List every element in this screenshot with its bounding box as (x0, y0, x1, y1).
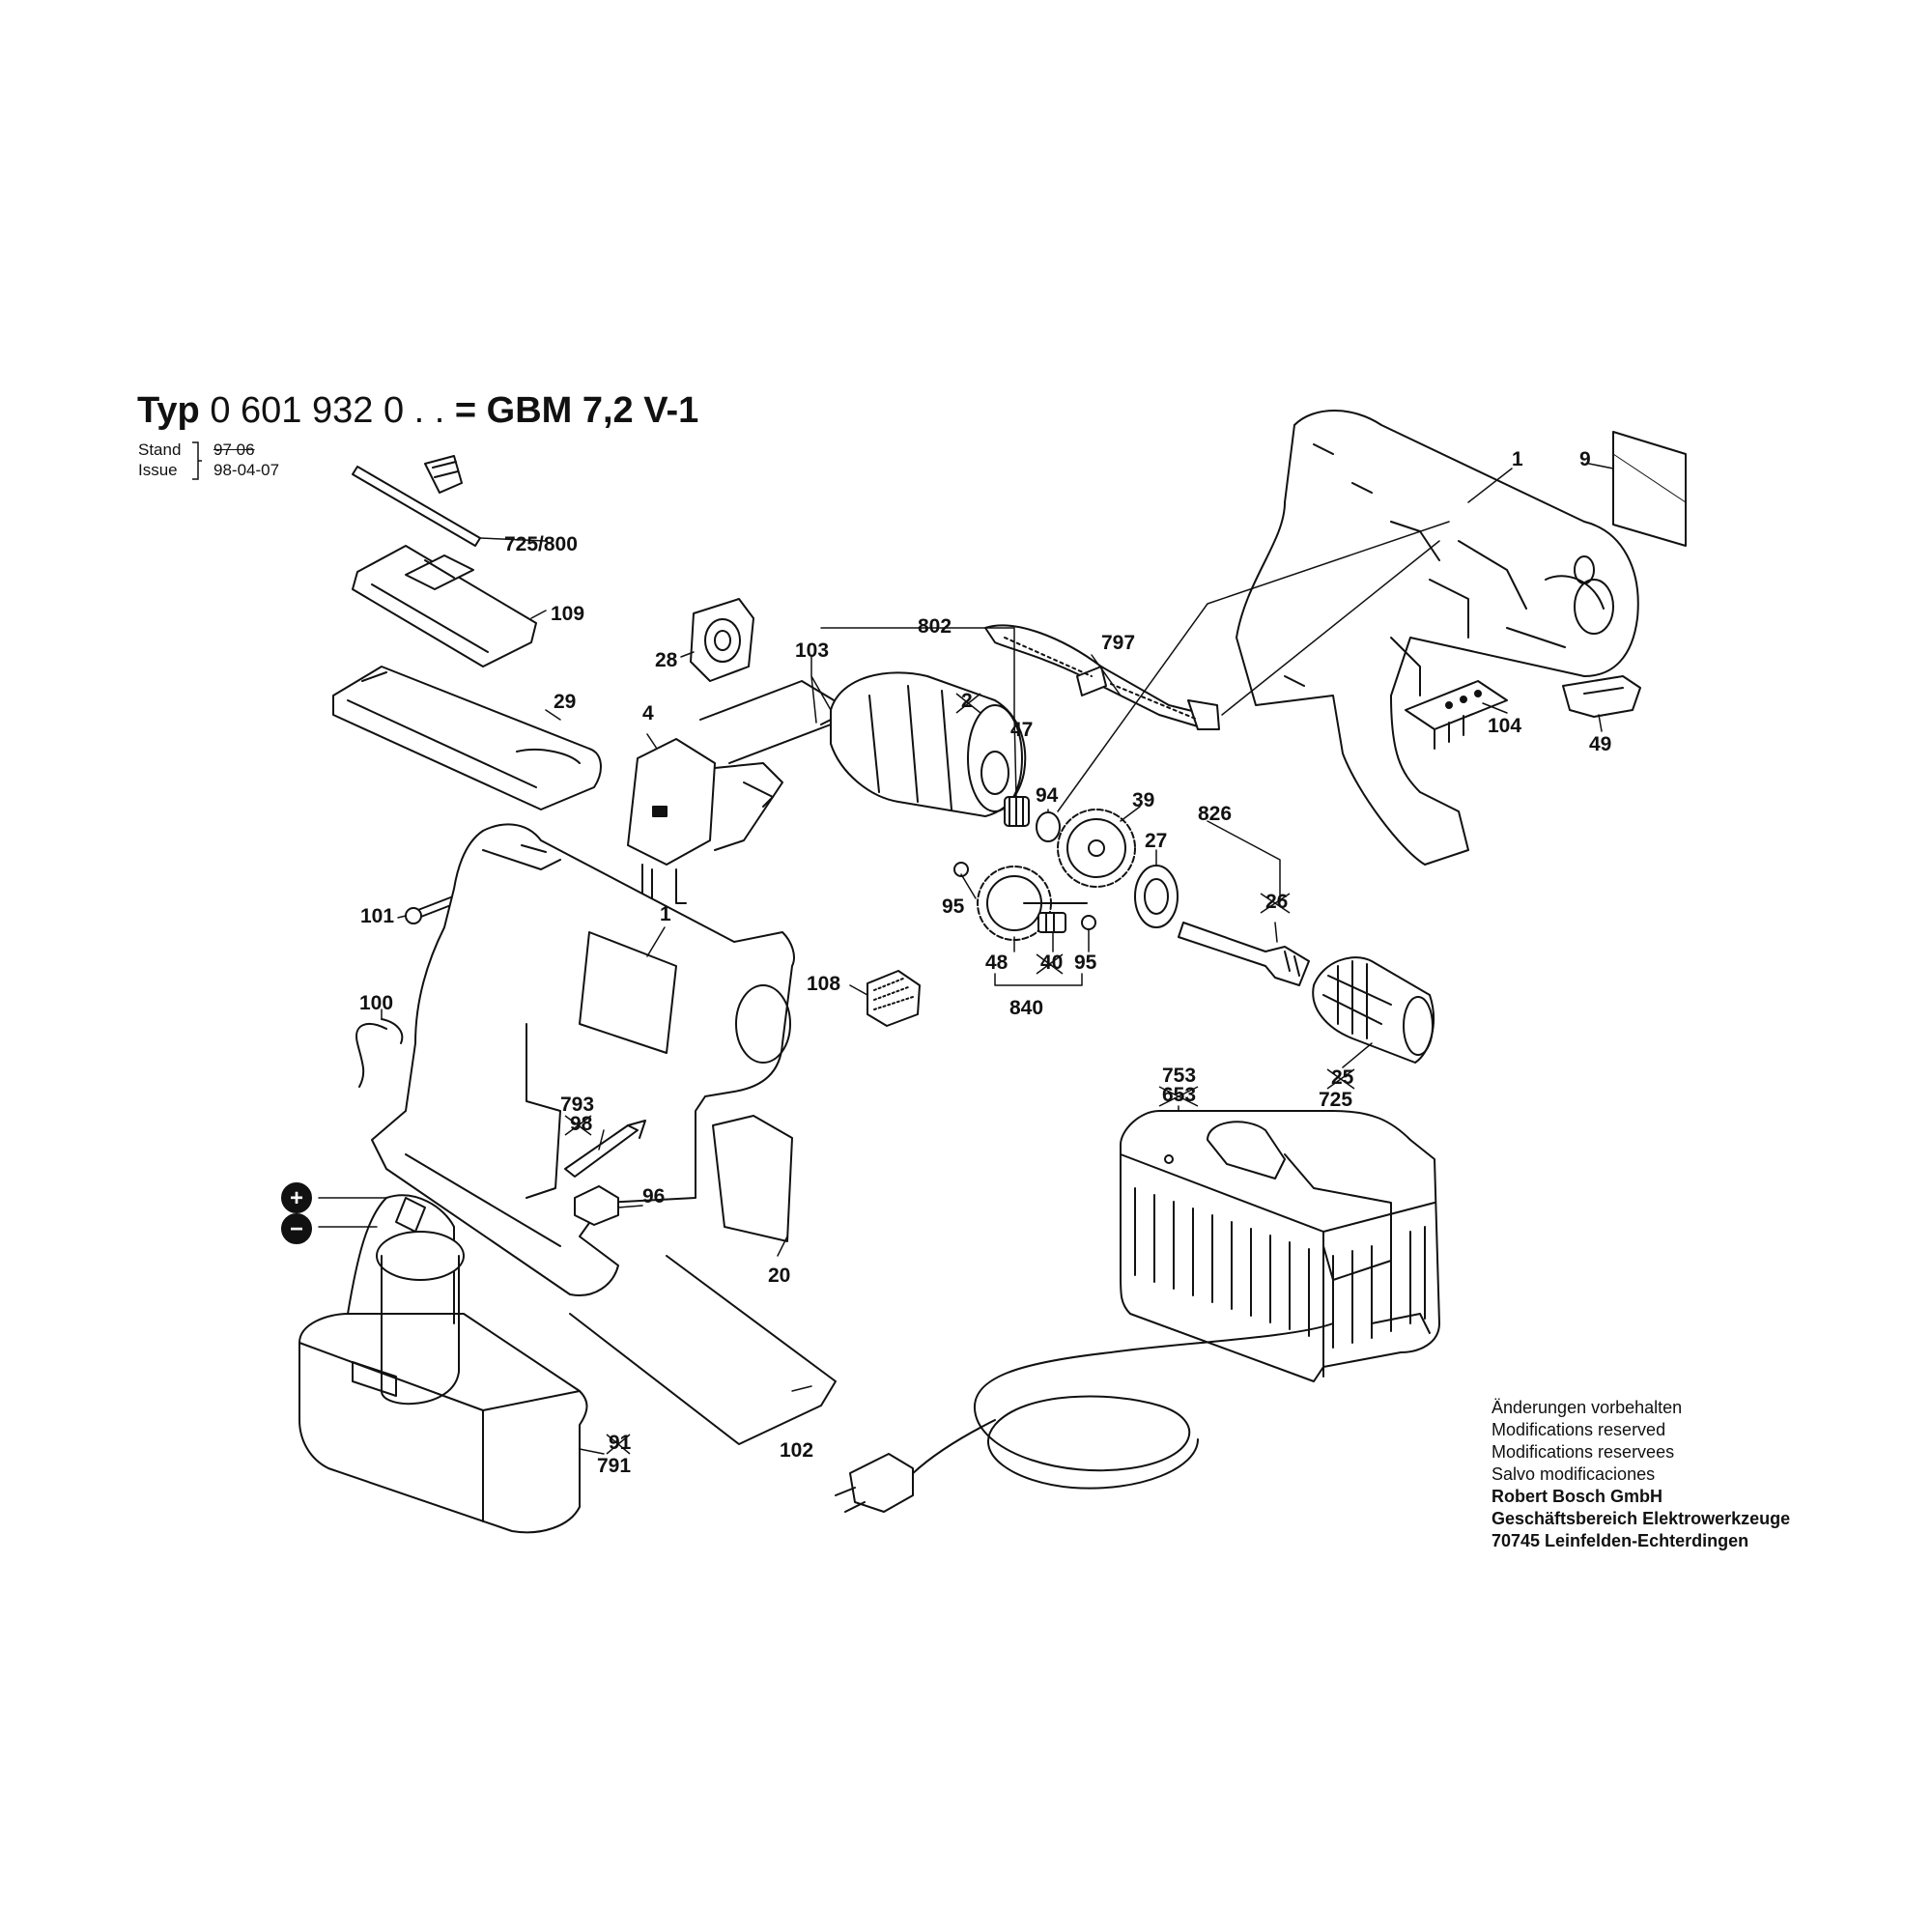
connecting-wires (699, 680, 851, 764)
callout-27: 27 (1145, 830, 1167, 852)
lead-wire (355, 1018, 404, 1088)
battery-pack (298, 1194, 588, 1534)
callout-9: 9 (1579, 448, 1591, 470)
washer-95-b (1081, 915, 1096, 930)
polarity-markers (281, 1182, 312, 1244)
planet-gear-39 (1057, 809, 1136, 888)
callout-101: 101 (360, 905, 394, 927)
issue-value: 98-04-07 (213, 461, 280, 479)
callout-104: 104 (1488, 715, 1521, 737)
footer-division: Geschäftsbereich Elektrowerkzeuge (1492, 1509, 1791, 1528)
bushing (1036, 811, 1061, 842)
footer-company: Robert Bosch GmbH (1492, 1487, 1663, 1506)
callout-826: 826 (1198, 803, 1232, 825)
callout-20: 20 (768, 1264, 790, 1287)
callout-96: 96 (642, 1185, 665, 1208)
callout-100: 100 (359, 992, 393, 1014)
circuit-board (1405, 680, 1508, 750)
spindle-pinion (1037, 912, 1066, 933)
washer-95-a (953, 862, 969, 877)
chuck-key (352, 455, 481, 547)
callout-1-top: 1 (1512, 448, 1523, 470)
equals-sign: = (454, 390, 477, 431)
motor (830, 671, 1027, 817)
model-suffix: 0 . . (383, 390, 445, 431)
bearing-bracket (690, 598, 754, 682)
stand-value: 97 06 (213, 440, 255, 459)
callout-39: 39 (1132, 789, 1154, 811)
grease-pad (867, 970, 921, 1027)
label-plate (1612, 431, 1687, 547)
plus-sign: + (290, 1185, 303, 1211)
callout-29: 29 (554, 691, 576, 713)
callout-28: 28 (655, 649, 678, 671)
callout-109: 109 (551, 603, 584, 625)
motor-pinion (1004, 796, 1030, 827)
cover-plate (332, 666, 602, 810)
footer-line-en: Modifications reserved (1492, 1420, 1666, 1439)
minus-sign: − (290, 1216, 303, 1242)
diagram-title: Typ 0 601 932 0 . . = GBM 7,2 V-1 (137, 390, 698, 432)
trigger-switch (627, 738, 783, 923)
leader-lines (318, 463, 1614, 1455)
issue-label: Issue (138, 461, 178, 479)
callout-47: 47 (1010, 719, 1033, 741)
callout-753: 753 (1162, 1065, 1196, 1087)
callout-725: 725 (1319, 1089, 1352, 1111)
footer-line-es: Salvo modificaciones (1492, 1464, 1656, 1484)
footer-notice: Änderungen vorbehalten Modifications res… (1492, 1397, 1790, 1552)
typ-label: Typ (137, 390, 200, 431)
footer-address: 70745 Leinfelden-Echterdingen (1492, 1531, 1749, 1550)
spindle (1178, 922, 1310, 986)
callout-95-b: 95 (1074, 952, 1097, 974)
callout-802: 802 (918, 615, 952, 638)
battery-charger (1120, 1110, 1440, 1382)
callout-797: 797 (1101, 632, 1135, 654)
callout-2: 2 (961, 690, 973, 712)
callout-98: 98 (570, 1113, 593, 1135)
callout-793: 793 (560, 1094, 594, 1116)
ball-bearing (1134, 865, 1179, 928)
suspension-hook (569, 1255, 837, 1445)
battery-cover (352, 545, 537, 668)
battery-clip (1562, 675, 1641, 718)
screwdriver-bit (564, 1120, 646, 1178)
callout-94: 94 (1036, 784, 1059, 807)
callout-108: 108 (807, 973, 840, 995)
drill-chuck (1312, 956, 1435, 1064)
stand-issue-bracket (192, 441, 202, 480)
housing-shell-right (1236, 410, 1639, 866)
callout-49: 49 (1589, 733, 1611, 755)
housing-shell-left (371, 823, 795, 1296)
callout-1-housing: 1 (660, 903, 671, 925)
footer-line-de: Änderungen vorbehalten (1492, 1398, 1683, 1417)
callout-4: 4 (642, 702, 654, 724)
bit-holder (574, 1185, 619, 1226)
superseded-strikes (564, 693, 1355, 1455)
model-number: 0 601 932 (210, 390, 374, 431)
callout-103: 103 (795, 639, 829, 662)
callout-95-a: 95 (942, 895, 965, 918)
callout-102: 102 (780, 1439, 813, 1462)
callout-791: 791 (597, 1455, 631, 1477)
footer-line-fr: Modifications reservees (1492, 1442, 1675, 1462)
type-label (712, 1115, 793, 1242)
callout-840: 840 (1009, 997, 1043, 1019)
callout-48: 48 (985, 952, 1009, 974)
stand-label: Stand (138, 440, 182, 459)
callout-725-800: 725/800 (504, 533, 578, 555)
charger-cord (835, 1322, 1334, 1513)
model-name: GBM 7,2 V-1 (486, 390, 699, 431)
